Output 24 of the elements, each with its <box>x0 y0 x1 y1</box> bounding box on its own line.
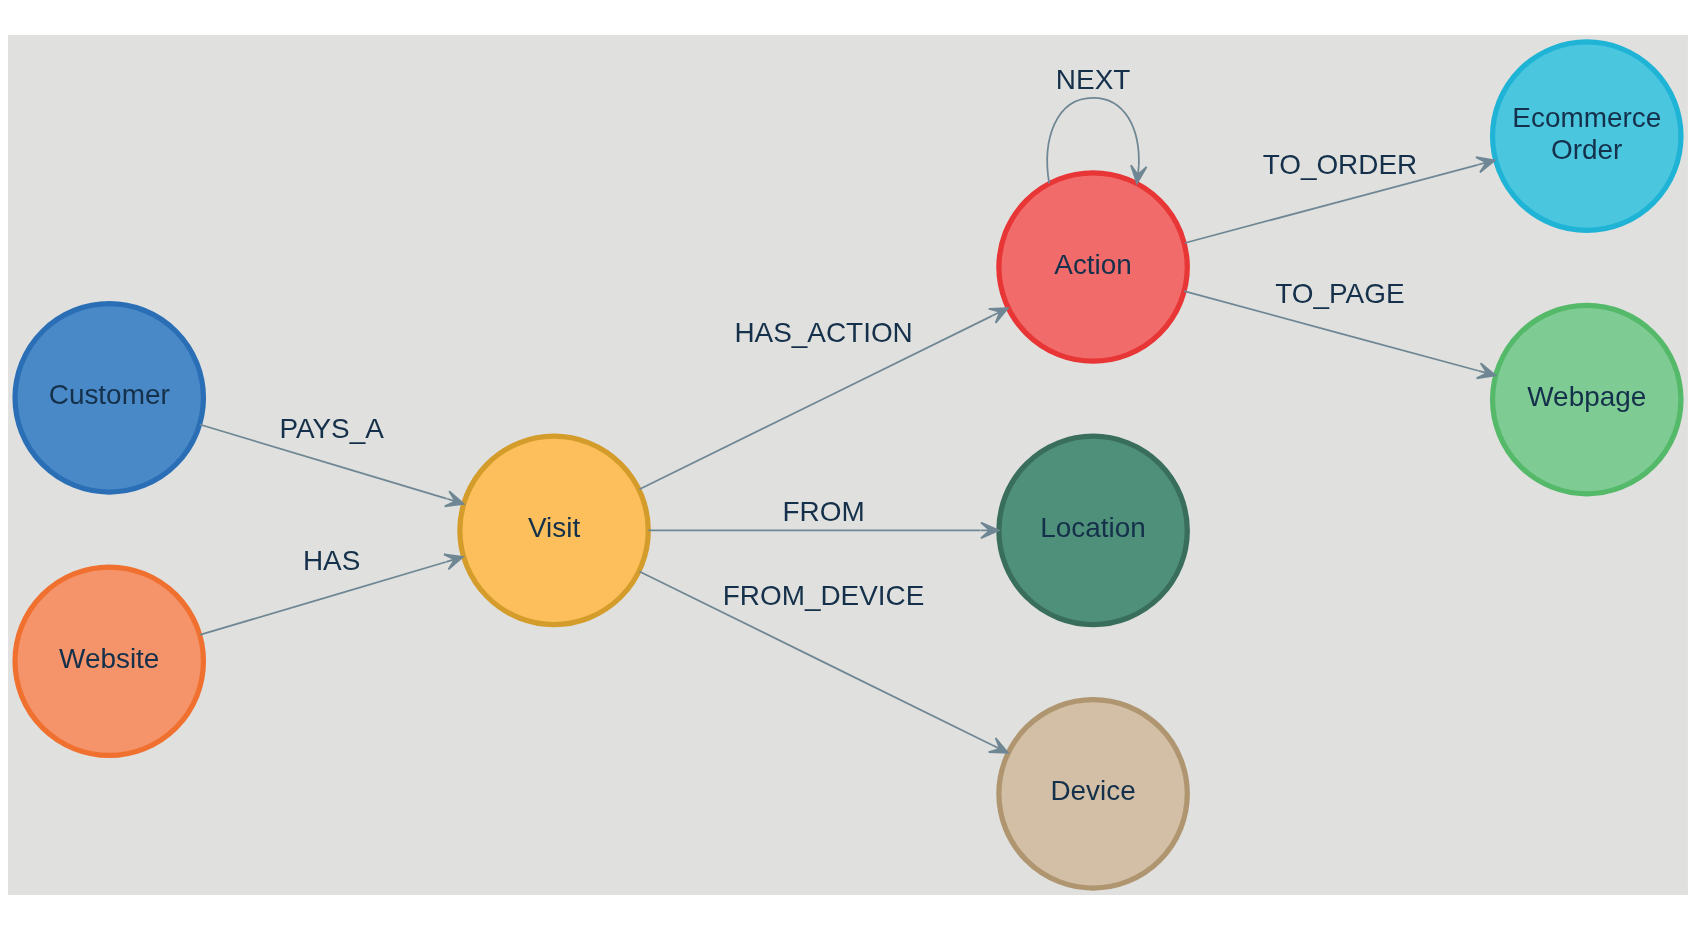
arrow <box>638 570 1009 754</box>
node-circle: Location <box>996 433 1190 628</box>
arrow <box>647 521 1000 540</box>
edge-label: TO_PAGE <box>1275 278 1405 310</box>
edge-label: TO_ORDER <box>1262 149 1418 181</box>
node-circle: Visit <box>457 433 651 628</box>
node-circle: Device <box>996 697 1190 891</box>
edge-label: HAS <box>302 545 361 577</box>
arrow <box>1046 96 1148 185</box>
node-circle: Action <box>996 170 1190 364</box>
node-circle: Webpage <box>1489 302 1684 497</box>
arrow <box>1183 156 1496 244</box>
edge-label: HAS_ACTION <box>734 316 913 348</box>
edge-label: FROM <box>782 496 865 528</box>
edge-label: FROM_DEVICE <box>722 580 925 612</box>
node-circle: Customer <box>12 301 207 495</box>
arrow <box>198 423 465 508</box>
edge-label: NEXT <box>1055 63 1131 95</box>
arrow <box>1183 290 1497 380</box>
node-circle: Ecommerce Order <box>1489 39 1684 233</box>
edge-label: PAYS_A <box>279 412 384 444</box>
arrow <box>638 307 1009 491</box>
arrow <box>198 553 464 636</box>
node-circle: Website <box>12 564 207 759</box>
